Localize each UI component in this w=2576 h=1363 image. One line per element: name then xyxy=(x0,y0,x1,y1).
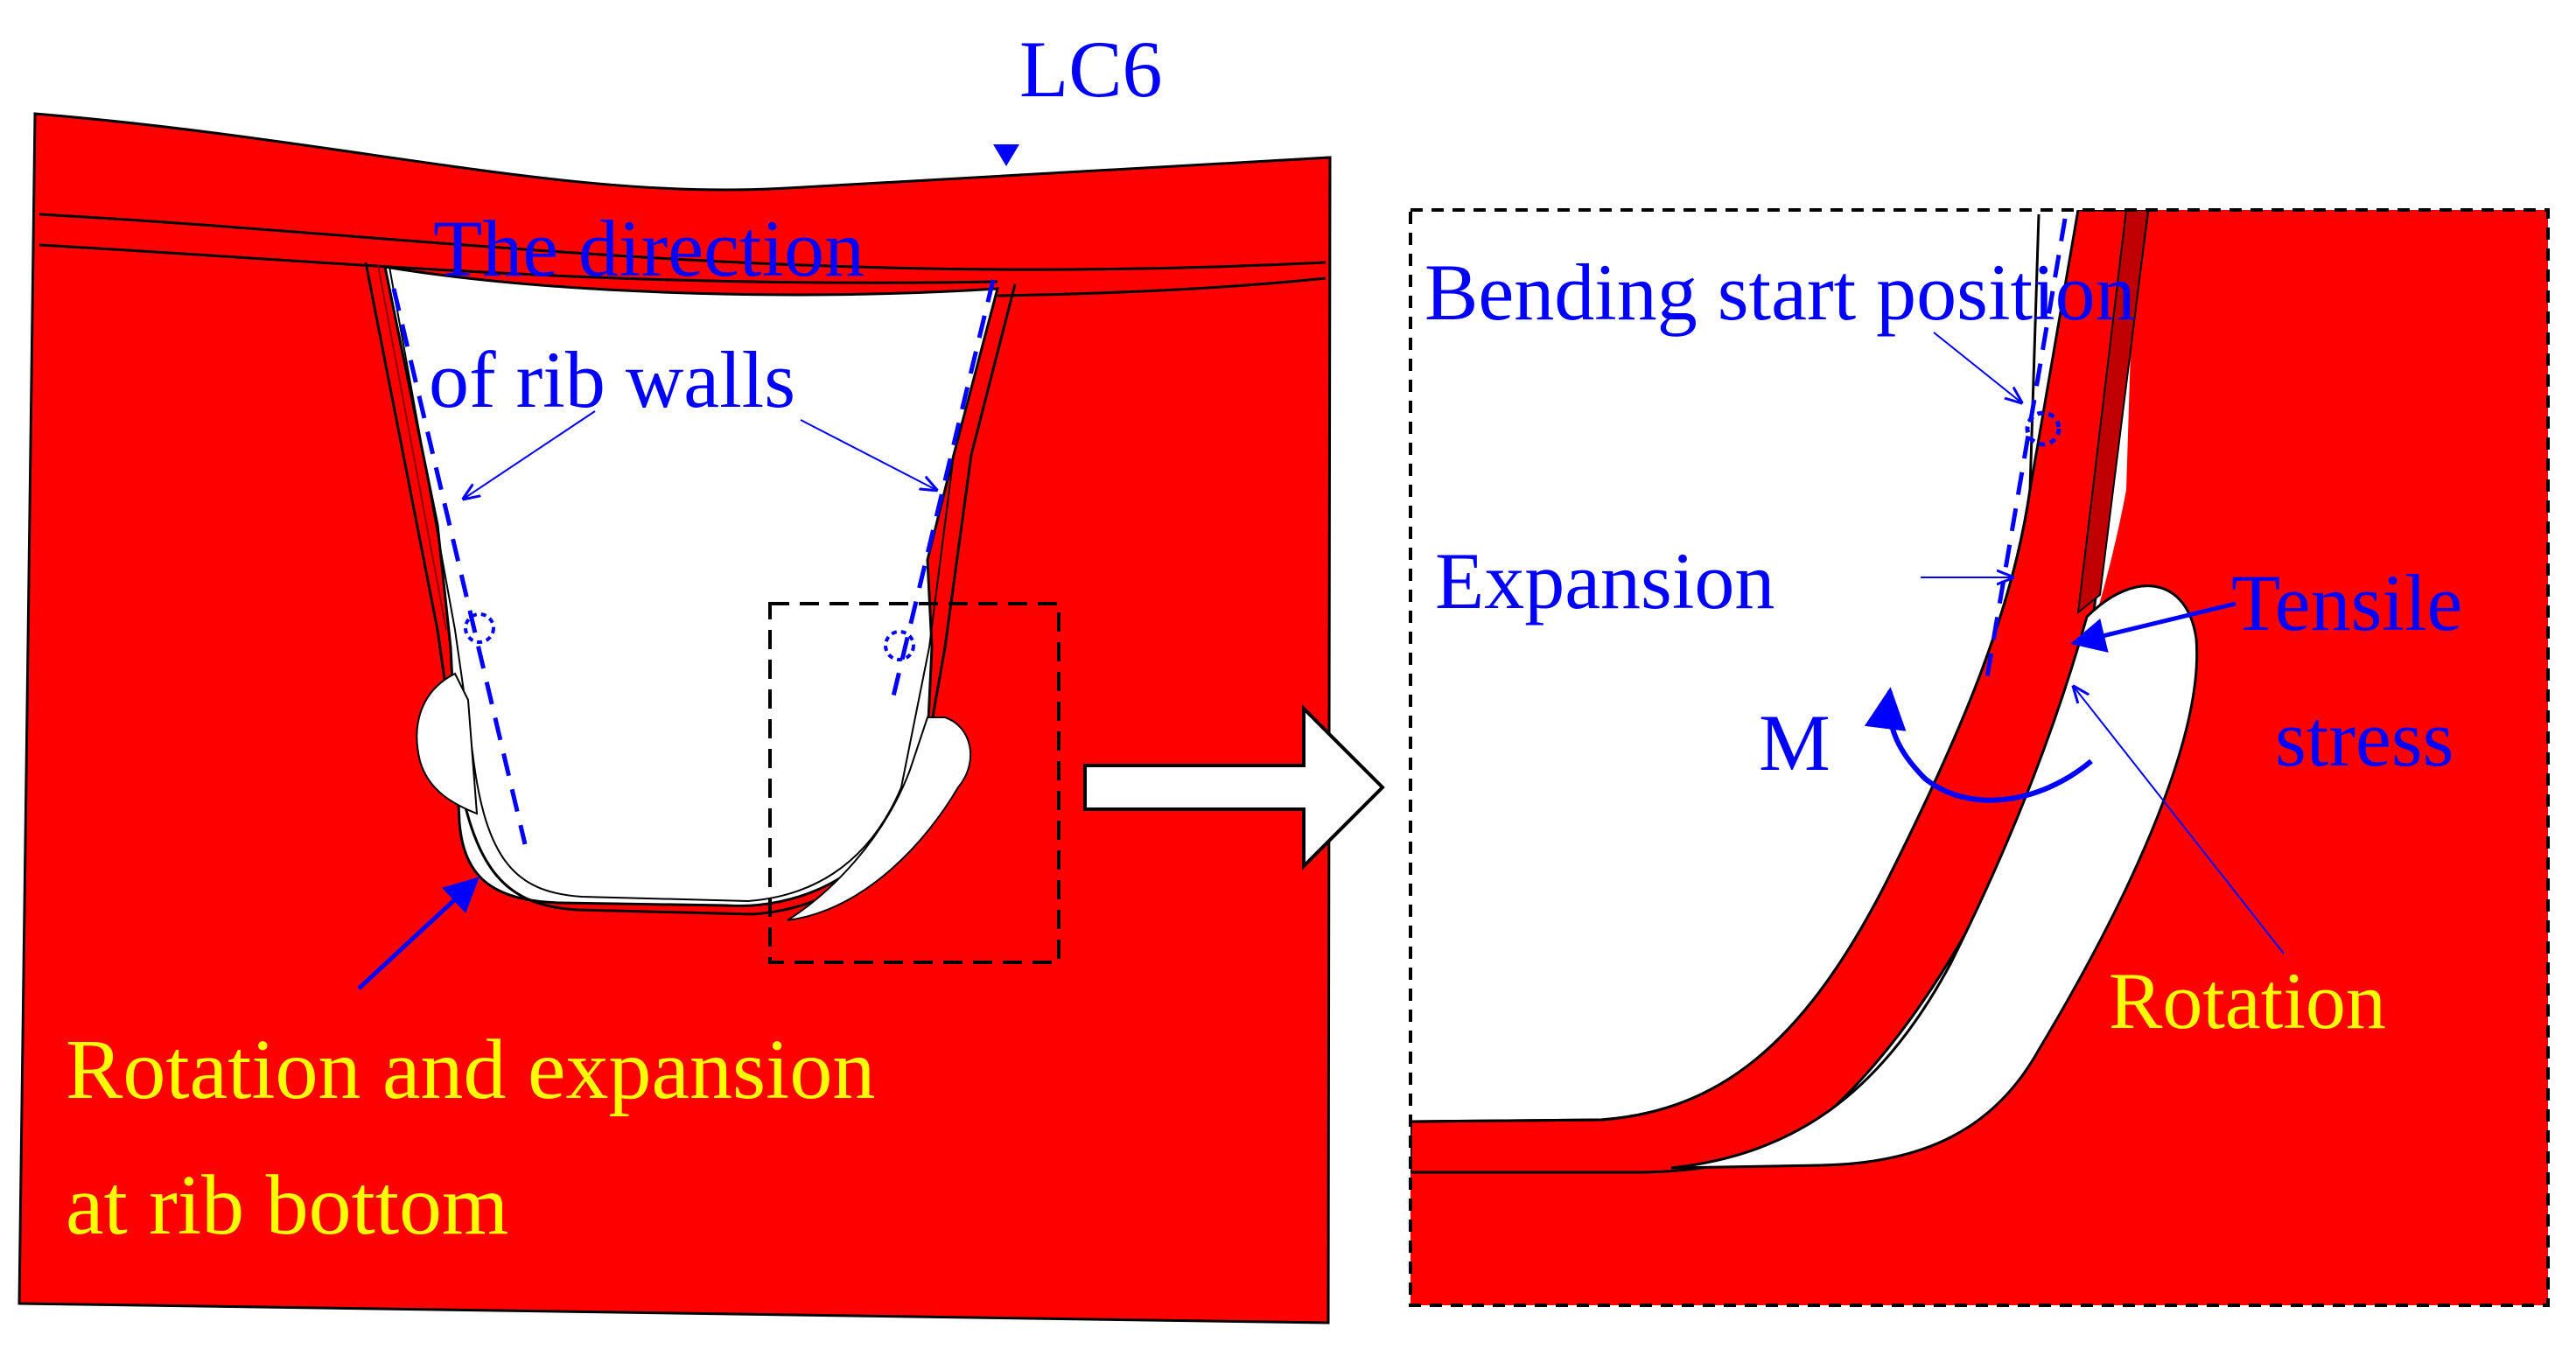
zoom-void xyxy=(1670,584,2199,1170)
left-void-left xyxy=(416,672,479,815)
moment-arrow xyxy=(1864,687,2093,803)
bending-start-pointer xyxy=(1933,332,2021,402)
left-void-right xyxy=(787,716,972,921)
tensile-label-line1: Tensile xyxy=(2231,558,2462,647)
bottom-rotation-arrow xyxy=(357,877,480,990)
rib-direction-pointer-right xyxy=(800,419,936,490)
zoom-arrow xyxy=(1083,704,1385,870)
zoom-sheet-outline-inner xyxy=(1410,213,2040,1123)
rib-direction-label-line1: The direction xyxy=(433,204,864,293)
bending-start-label: Bending start position xyxy=(1424,248,2136,337)
zoom-material-block xyxy=(1410,210,2548,1305)
rib-direction-dashed-left xyxy=(391,288,528,845)
tensile-label-line2: stress xyxy=(2275,694,2454,783)
bend-marker-left xyxy=(464,612,495,644)
left-top-sheet-line-1 xyxy=(38,213,1326,271)
zoom-frame xyxy=(1409,208,2550,1307)
left-top-sheet-line-2 xyxy=(38,243,998,284)
moment-label: M xyxy=(1759,698,1830,787)
zoom-bend-marker xyxy=(2025,410,2062,447)
zoom-rib-sheet-inner-ply xyxy=(2076,210,2150,615)
left-top-sheet-line-3 xyxy=(997,276,1326,297)
tensile-stress-arrow xyxy=(2070,601,2236,653)
expansion-label: Expansion xyxy=(1435,536,1774,626)
rotation-pointer xyxy=(2074,687,2285,954)
left-rib-sheet-mid xyxy=(377,264,447,631)
lc6-label: LC6 xyxy=(1019,24,1163,114)
bottom-label-line2: at rib bottom xyxy=(66,1158,508,1253)
left-material-block xyxy=(18,112,1332,1325)
zoom-direction-dashed xyxy=(1984,218,2068,683)
lc6-marker-triangle xyxy=(993,144,1019,166)
rib-direction-label-line2: of rib walls xyxy=(429,335,795,424)
zoom-region-box xyxy=(768,602,1060,964)
rotation-label: Rotation xyxy=(2109,956,2386,1045)
left-panel: LC6 The direction of rib walls Rotation … xyxy=(18,24,1332,1325)
right-panel: Bending start position Expansion Tensile… xyxy=(1409,208,2550,1307)
rib-direction-pointer-left xyxy=(464,410,596,499)
bend-marker-right xyxy=(884,630,915,661)
bottom-label-line1: Rotation and expansion xyxy=(66,1023,875,1117)
